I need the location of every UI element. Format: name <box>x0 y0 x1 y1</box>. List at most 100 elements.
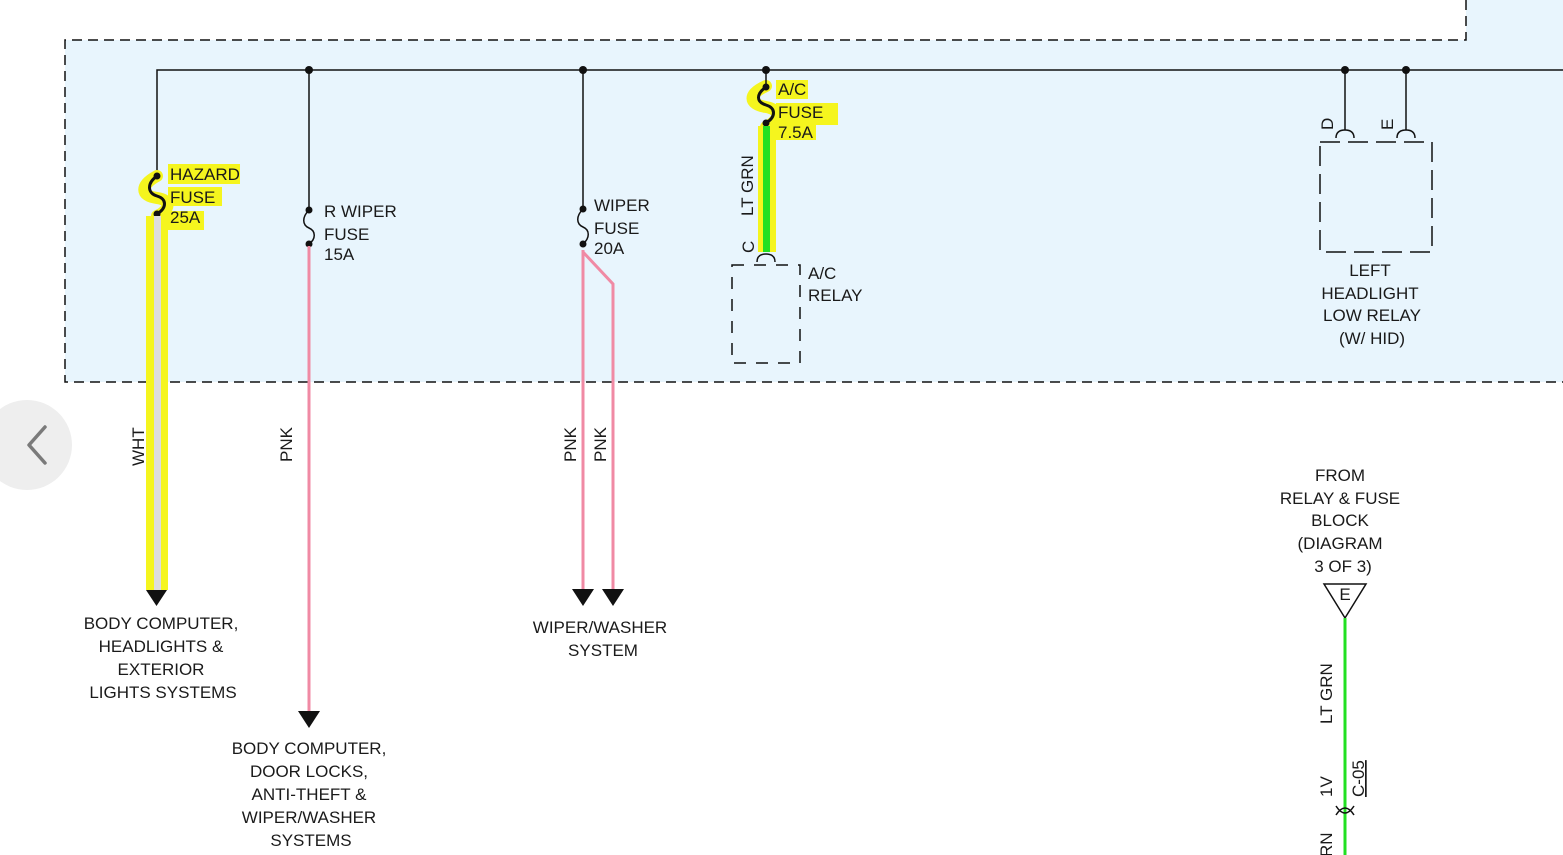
destination-label: ANTI-THEFT & <box>252 785 368 804</box>
source-label: RELAY & FUSE <box>1280 489 1400 508</box>
relay-label: HEADLIGHT <box>1321 284 1418 303</box>
fuse-terminal <box>579 240 587 248</box>
arrow-down-icon <box>602 589 624 606</box>
fuse-terminal <box>305 240 313 248</box>
fuse-terminal <box>153 172 161 180</box>
destination-wiper-washer[interactable]: WIPER/WASHER SYSTEM <box>533 618 667 660</box>
panel-border <box>64 0 1563 383</box>
fuse-label-name: HAZARD <box>170 165 240 184</box>
connector-id: C-05 <box>1349 760 1368 797</box>
destination-body-lights[interactable]: BODY COMPUTER, HEADLIGHTS & EXTERIOR LIG… <box>84 614 239 702</box>
wire-color-label: LT GRN <box>738 155 757 216</box>
source-label: BLOCK <box>1311 511 1369 530</box>
source-label: 3 OF 3) <box>1314 557 1372 576</box>
fuse-label-name: A/C <box>778 80 806 99</box>
left-headlight-low-relay[interactable]: D E LEFT HEADLIGHT LOW RELAY (W/ HID) <box>1318 70 1433 348</box>
fuse-label-rating: 25A <box>170 208 201 227</box>
fuse-highlight <box>746 80 784 133</box>
fuse-label-rating: 20A <box>594 239 625 258</box>
fuse-highlight <box>138 170 174 222</box>
relay-pin-label: C <box>739 241 758 253</box>
highlight-mark <box>168 164 240 184</box>
highlight-mark <box>162 211 204 230</box>
destination-label: LIGHTS SYSTEMS <box>89 683 236 702</box>
source-label: (DIAGRAM <box>1298 534 1383 553</box>
relay-label: A/C <box>808 264 836 283</box>
wire-wiper-pnk-pair[interactable] <box>572 250 624 606</box>
fuse-label-name: WIPER <box>594 196 650 215</box>
highlight-mark <box>168 187 222 206</box>
source-label: FROM <box>1315 466 1365 485</box>
ac-relay[interactable]: C A/C RELAY <box>731 241 863 364</box>
destination-label: SYSTEM <box>568 641 638 660</box>
fuse-label-type: FUSE <box>324 225 369 244</box>
pin-connector <box>1335 129 1355 139</box>
pin-connector <box>1396 129 1416 139</box>
wire-color-label: WHT <box>129 427 148 466</box>
destination-label: WIPER/WASHER <box>533 618 667 637</box>
destination-label: WIPER/WASHER <box>242 808 376 827</box>
fuse-symbol <box>303 209 315 245</box>
relay-pin-label: D <box>1318 118 1337 130</box>
wire-core <box>581 250 615 592</box>
fuse-terminal <box>762 83 770 91</box>
wire-color-label: LT GRN <box>1317 663 1336 724</box>
fuse-label-type: FUSE <box>170 188 215 207</box>
fuse-terminal <box>153 210 161 218</box>
relay-label: (W/ HID) <box>1339 329 1405 348</box>
relay-fuse-block-panel <box>64 0 1563 383</box>
relay-label: RELAY <box>808 286 863 305</box>
panel-background <box>65 40 1563 382</box>
arrow-down-icon <box>572 589 594 606</box>
wire-hazard-wht[interactable] <box>146 216 168 606</box>
connector-triangle-icon <box>1322 583 1368 620</box>
inline-connector-c05[interactable]: 1V C-05 <box>1317 760 1368 816</box>
relay-pin-label: E <box>1378 119 1397 130</box>
ac-fuse[interactable]: A/C FUSE 7.5A <box>746 70 839 142</box>
destination-label: SYSTEMS <box>270 831 351 850</box>
fuse-symbol <box>577 208 589 245</box>
wire-color-label: PNK <box>561 426 580 462</box>
back-button[interactable] <box>0 400 72 490</box>
wire-r-wiper-pnk[interactable] <box>298 246 320 728</box>
highlight-mark <box>776 103 838 125</box>
wire-color-label: RN <box>1317 832 1336 855</box>
arrow-down-icon <box>298 711 320 728</box>
fuse-terminal <box>762 119 770 127</box>
wire-core <box>154 216 161 590</box>
destination-label: BODY COMPUTER, <box>232 739 387 758</box>
fuse-symbol <box>148 174 166 216</box>
connector-symbol <box>1335 805 1355 814</box>
fuse-terminal <box>305 206 313 214</box>
r-wiper-fuse[interactable]: R WIPER FUSE 15A <box>303 70 397 264</box>
destination-body-locks[interactable]: BODY COMPUTER, DOOR LOCKS, ANTI-THEFT & … <box>232 739 387 850</box>
destination-label: EXTERIOR <box>118 660 205 679</box>
fuse-label-rating: 7.5A <box>778 123 814 142</box>
fuse-symbol <box>757 85 775 125</box>
arrow-down-icon <box>146 590 167 606</box>
fuse-label-rating: 15A <box>324 245 355 264</box>
relay-outline <box>1319 141 1433 253</box>
wire-ac-lt-grn[interactable] <box>758 126 776 252</box>
wire-color-label: PNK <box>277 426 296 462</box>
destination-label: DOOR LOCKS, <box>250 762 368 781</box>
highlight-mark <box>772 124 816 140</box>
wire-core <box>763 126 770 252</box>
wiper-fuse[interactable]: WIPER FUSE 20A <box>577 70 650 258</box>
hazard-fuse[interactable]: HAZARD FUSE 25A <box>138 164 240 230</box>
connector-pin-label: 1V <box>1317 776 1336 797</box>
connector-symbol <box>1335 807 1355 816</box>
fuse-label-type: FUSE <box>594 219 639 238</box>
pin-connector <box>756 253 776 263</box>
from-relay-fuse-block[interactable]: FROM RELAY & FUSE BLOCK (DIAGRAM 3 OF 3)… <box>1280 466 1400 620</box>
highlight-mark <box>776 80 808 99</box>
relay-outline <box>731 264 801 364</box>
connector-letter: E <box>1339 585 1350 604</box>
destination-label: HEADLIGHTS & <box>99 637 224 656</box>
relay-label: LEFT <box>1349 261 1391 280</box>
power-bus <box>156 69 1563 175</box>
destination-label: BODY COMPUTER, <box>84 614 239 633</box>
fuse-label-type: FUSE <box>778 103 823 122</box>
fuse-label-name: R WIPER <box>324 202 397 221</box>
